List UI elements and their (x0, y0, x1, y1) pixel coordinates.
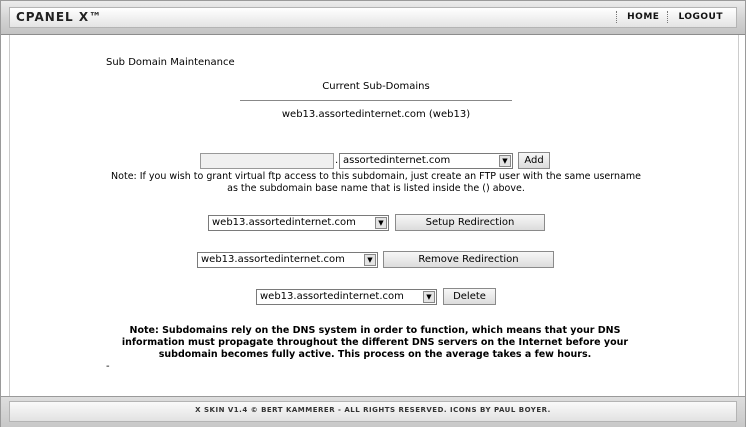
remove-redirect-subdomain-select[interactable]: web13.assortedinternet.com ▼ (197, 252, 378, 268)
remove-redirection-button[interactable]: Remove Redirection (383, 251, 554, 268)
dropdown-arrow-icon: ▼ (423, 291, 435, 303)
heading-divider (240, 100, 512, 101)
nav-home-link[interactable]: HOME (616, 11, 667, 23)
main-content: Sub Domain Maintenance Current Sub-Domai… (9, 35, 739, 396)
footer-bar: X SKIN V1.4 © BERT KAMMERER - ALL RIGHTS… (1, 396, 745, 427)
dropdown-arrow-icon: ▼ (499, 155, 511, 167)
subdomain-name-input[interactable] (200, 153, 334, 169)
nav-logout-link[interactable]: LOGOUT (667, 11, 731, 23)
cpanel-logo: CPANEL X™ (16, 10, 103, 24)
domain-dot-separator: . (335, 155, 339, 166)
dropdown-arrow-icon: ▼ (364, 254, 376, 266)
dns-note: Note: Subdomains rely on the DNS system … (121, 325, 629, 360)
domain-select[interactable]: assortedinternet.com ▼ (339, 153, 513, 169)
current-subdomains-heading: Current Sub-Domains (322, 81, 430, 92)
delete-subdomain-button[interactable]: Delete (443, 288, 496, 305)
page-title: Sub Domain Maintenance (106, 57, 235, 68)
domain-select-value: assortedinternet.com (343, 155, 451, 166)
remove-redirect-subdomain-select-value: web13.assortedinternet.com (201, 254, 345, 265)
redirect-subdomain-select-value: web13.assortedinternet.com (212, 217, 356, 228)
ftp-note: Note: If you wish to grant virtual ftp a… (111, 171, 641, 194)
delete-subdomain-select-value: web13.assortedinternet.com (260, 291, 404, 302)
trailing-dash: - (106, 361, 110, 372)
header-stripe (9, 7, 737, 28)
delete-subdomain-select[interactable]: web13.assortedinternet.com ▼ (256, 289, 437, 305)
subdomain-list-item: web13.assortedinternet.com (web13) (281, 109, 471, 120)
redirect-subdomain-select[interactable]: web13.assortedinternet.com ▼ (208, 215, 389, 231)
add-subdomain-button[interactable]: Add (518, 152, 550, 169)
dropdown-arrow-icon: ▼ (375, 217, 387, 229)
setup-redirection-button[interactable]: Setup Redirection (395, 214, 545, 231)
footer-copyright: X SKIN V1.4 © BERT KAMMERER - ALL RIGHTS… (195, 406, 551, 414)
footer-stripe (9, 401, 737, 422)
